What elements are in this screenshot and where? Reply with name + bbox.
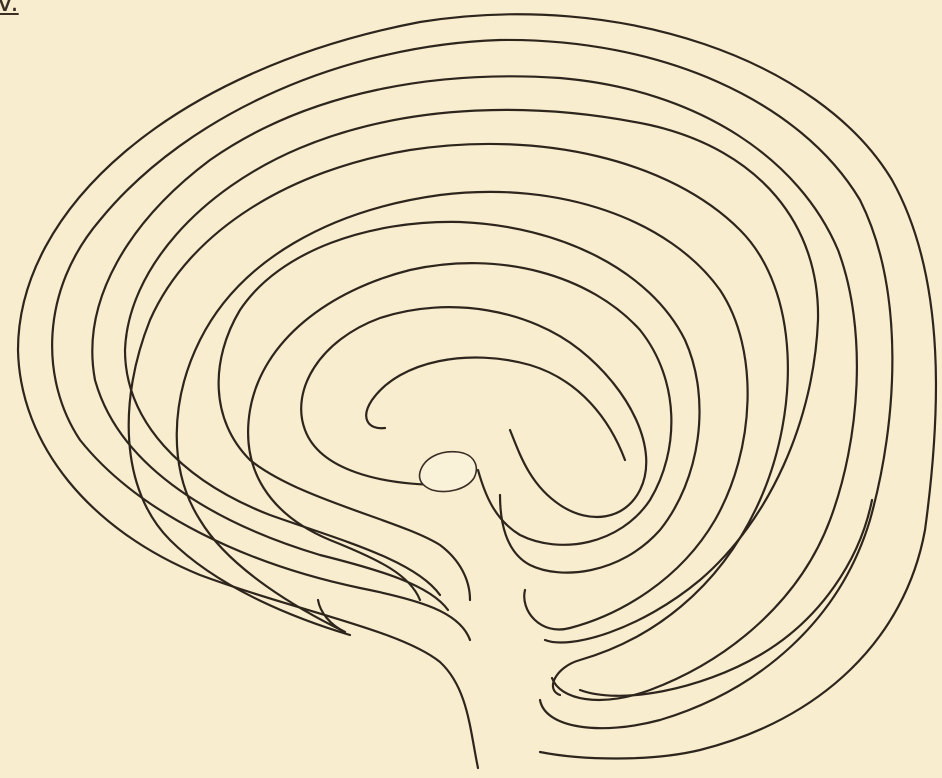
labyrinth-wall-5 xyxy=(129,144,788,695)
labyrinth-wall-inner xyxy=(366,358,625,460)
labyrinth-wall-3 xyxy=(92,76,857,700)
labyrinth-wall-right-hook xyxy=(580,500,872,696)
labyrinth-wall-outer xyxy=(18,14,936,768)
labyrinth-wall-6 xyxy=(177,192,748,632)
center-stone xyxy=(420,452,477,492)
labyrinth-wall-9 xyxy=(301,307,646,517)
labyrinth-wall-7 xyxy=(219,222,700,600)
labyrinth-wall-4 xyxy=(125,110,818,643)
labyrinth-wall-8 xyxy=(248,263,671,600)
